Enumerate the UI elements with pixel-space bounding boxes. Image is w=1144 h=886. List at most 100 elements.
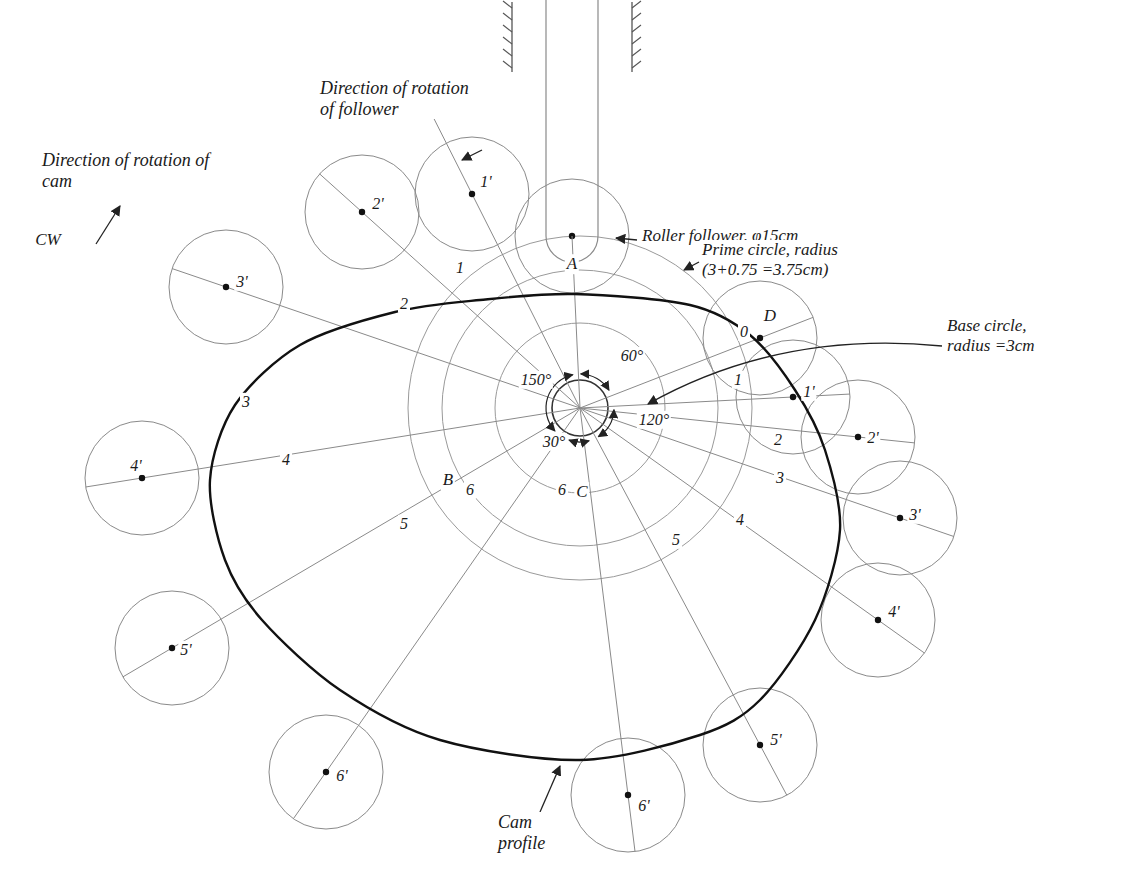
roller-centre <box>757 335 763 341</box>
roller-circle <box>415 137 529 251</box>
note-text: Cam profile <box>496 812 570 853</box>
guide-hatch <box>503 37 512 44</box>
roller-circle <box>821 563 935 677</box>
roller-circle <box>269 715 383 829</box>
point-number: 3 <box>774 469 786 487</box>
point-label: A <box>565 254 579 274</box>
cam-rotation-arrow <box>96 206 120 244</box>
roller-circle <box>115 591 229 705</box>
point-label: D <box>762 306 778 326</box>
angle-arrow <box>569 440 589 442</box>
guide-hatch <box>503 13 512 20</box>
leader-line <box>648 343 942 404</box>
point-number: 2 <box>398 295 410 313</box>
radial-line <box>320 174 580 408</box>
angle-arrow <box>598 410 614 437</box>
roller-centre <box>223 284 229 290</box>
point-number: 4' <box>128 457 143 475</box>
point-number: 3 <box>240 393 252 411</box>
point-number: 5' <box>768 731 783 749</box>
point-number: 5 <box>670 531 682 549</box>
roller-circle <box>703 688 817 802</box>
angle-arrow <box>581 374 609 390</box>
point-number: 4' <box>886 603 901 621</box>
roller-circle <box>843 461 957 575</box>
roller-centre <box>139 475 145 481</box>
guide-hatch <box>503 1 512 8</box>
roller-circle <box>703 281 817 395</box>
guide-hatch <box>632 1 641 8</box>
radial-line <box>580 408 954 537</box>
point-number: 2' <box>370 195 385 213</box>
point-number: 0 <box>738 323 750 341</box>
point-number: 1 <box>732 371 744 389</box>
roller-centre <box>757 742 763 748</box>
follower-rod <box>546 0 598 262</box>
note-text: Prime circle, radius (3+0.75 =3.75cm) <box>700 240 889 279</box>
roller-centre <box>897 515 903 521</box>
roller-centre <box>855 434 861 440</box>
point-number: 2 <box>772 431 784 449</box>
roller-circle <box>305 155 419 269</box>
leader-line <box>616 238 637 240</box>
point-number: 3' <box>907 506 922 524</box>
point-number: 3' <box>234 273 249 291</box>
note-text: CW <box>33 230 63 250</box>
radial-line <box>580 408 787 795</box>
note-text: Direction of rotation of cam <box>40 150 244 191</box>
point-number: 6 <box>464 481 476 499</box>
guide-hatch <box>503 25 512 32</box>
roller-circle <box>736 340 850 454</box>
guide-hatch <box>632 49 641 56</box>
guide-hatch <box>632 37 641 44</box>
roller-centre <box>625 792 631 798</box>
guide-hatch <box>632 25 641 32</box>
guide-hatch <box>503 61 512 68</box>
roller-centre <box>169 645 175 651</box>
radial-line <box>580 408 924 653</box>
radial-line <box>580 317 813 408</box>
radial-line <box>123 408 580 677</box>
point-number: 6 <box>556 481 568 499</box>
roller-circle <box>169 230 283 344</box>
roller-centre <box>790 394 796 400</box>
point-number: 5' <box>178 641 193 659</box>
follower-guide <box>631 2 632 72</box>
cam-profile <box>210 294 840 760</box>
angle-label: 120° <box>637 411 671 429</box>
roller-circle <box>85 421 199 535</box>
point-number: 1' <box>801 383 816 401</box>
leader-line <box>684 262 699 270</box>
radial-line <box>580 408 635 852</box>
guide-hatch <box>632 13 641 20</box>
roller-centre <box>359 209 365 215</box>
roller-circle <box>801 380 915 494</box>
roller-centre <box>323 769 329 775</box>
point-number: 1 <box>454 259 466 277</box>
point-number: 1' <box>478 173 493 191</box>
point-number: 4 <box>734 511 746 529</box>
leader-line <box>540 766 560 812</box>
follower-guide <box>511 2 512 72</box>
point-number: 4 <box>280 451 292 469</box>
prime-circle <box>408 236 752 580</box>
point-number: 6' <box>334 767 349 785</box>
guide-hatch <box>503 49 512 56</box>
point-number: 5 <box>398 515 410 533</box>
radial-line <box>418 87 580 408</box>
point-label: B <box>441 470 455 490</box>
roller-centre <box>875 617 881 623</box>
note-text: Base circle, radius =3cm <box>945 316 1074 355</box>
point-label: C <box>574 482 589 502</box>
radial-line <box>86 408 580 487</box>
angle-label: 60° <box>619 347 645 365</box>
note-text: Direction of rotation of follower <box>318 78 472 119</box>
follower-rotation-arrow <box>462 150 482 160</box>
roller-centre <box>469 191 475 197</box>
guide-hatch <box>632 61 641 68</box>
angle-label: 150° <box>519 371 553 389</box>
radial-line <box>172 269 580 408</box>
point-number: 6' <box>636 797 651 815</box>
point-number: 2' <box>865 429 880 447</box>
